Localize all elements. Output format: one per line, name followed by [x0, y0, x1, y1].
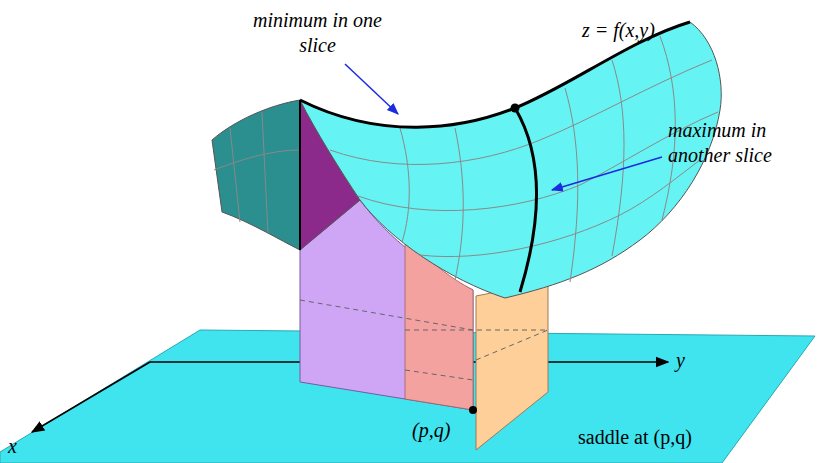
caption-note: saddle at (p,q)	[578, 425, 692, 450]
maximum-curve	[515, 108, 536, 292]
grid-line	[262, 112, 268, 234]
saddle-surface	[300, 22, 721, 298]
grid-line	[400, 128, 409, 242]
projection-line	[405, 370, 473, 380]
base-point	[469, 406, 477, 414]
slice-callout: minimum in one slice	[250, 8, 385, 58]
x-axis	[32, 362, 150, 432]
projection-line	[405, 330, 548, 331]
slice-callout: maximum in another slice	[668, 118, 828, 168]
grid-line	[214, 150, 300, 170]
axis-label: y	[676, 348, 685, 373]
projection-line	[300, 300, 473, 330]
surface-wing	[212, 100, 300, 250]
slice-edge	[299, 100, 301, 250]
saddle-point	[511, 104, 520, 113]
grid-line	[455, 128, 463, 280]
surface-equation: z = f(x,y)	[582, 18, 655, 43]
grid-line	[230, 128, 240, 222]
grid-line	[612, 60, 624, 256]
grid-line	[330, 60, 712, 164]
callout-arrow	[345, 64, 398, 114]
callout-arrow	[552, 157, 662, 190]
projection-line	[476, 330, 548, 360]
axis-label: x	[8, 434, 17, 459]
slice-pane	[476, 270, 548, 450]
point-label: (p,q)	[412, 418, 450, 443]
